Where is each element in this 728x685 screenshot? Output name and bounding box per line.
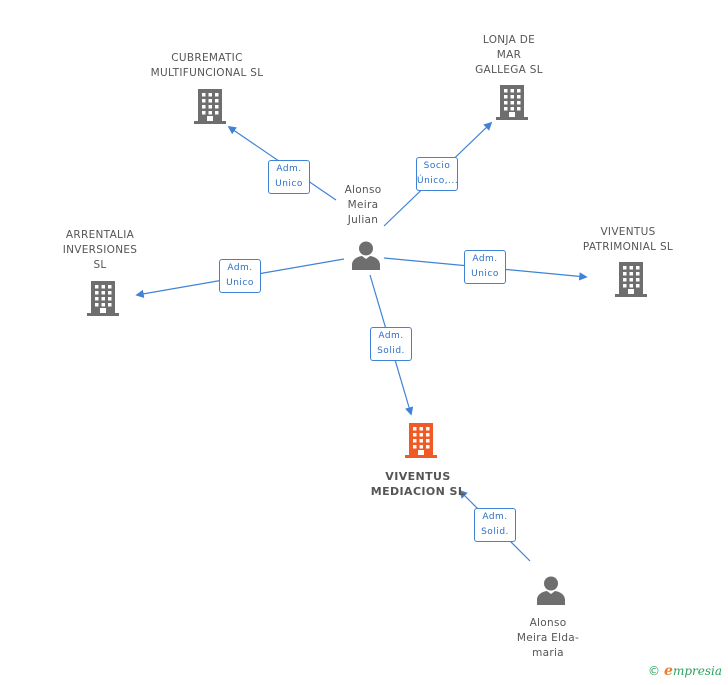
node-label-line: PATRIMONIAL SL — [582, 241, 674, 253]
node-label-line: LONJA DE — [482, 34, 536, 46]
edge-label-line: Solid. — [481, 527, 509, 537]
brand-watermark: ©empresia — [648, 663, 722, 679]
brand-name: mpresia — [672, 664, 722, 678]
node-label-line: MEDIACION SL — [370, 485, 466, 498]
node-label-line: MULTIFUNCIONAL SL — [150, 67, 264, 79]
node-label-line: MAR — [496, 49, 522, 61]
building-icon-viventus-patrimonial[interactable] — [615, 261, 647, 301]
edge-label-line: Único,... — [417, 176, 459, 186]
person-icon-alonso-elda[interactable] — [536, 575, 566, 609]
edge-label-line: Adm. — [482, 512, 508, 522]
node-label-line: Alonso — [344, 184, 382, 196]
edge-label[interactable]: Adm. Unico — [268, 160, 310, 194]
building-icon-arrentalia[interactable] — [87, 280, 119, 320]
edge-label-line: Adm. — [276, 164, 302, 174]
node-label-line: INVERSIONES — [62, 244, 138, 256]
person-icon-alonso-julian[interactable] — [351, 240, 381, 274]
node-label-viventus-patrimonial[interactable]: VIVENTUS PATRIMONIAL SL — [548, 225, 708, 255]
node-label-viventus-mediacion[interactable]: VIVENTUS MEDIACION SL — [338, 469, 498, 499]
edge-label-line: Solid. — [377, 346, 405, 356]
node-label-lonja[interactable]: LONJA DE MAR GALLEGA SL — [429, 33, 589, 78]
edge-label-line: Unico — [471, 269, 499, 279]
edge-label-line: Adm. — [378, 331, 404, 341]
node-label-line: Alonso — [529, 617, 567, 629]
node-label-line: VIVENTUS — [600, 226, 656, 238]
edge-label[interactable]: Adm. Unico — [464, 250, 506, 284]
edge-label-line: Adm. — [472, 254, 498, 264]
node-label-line: CUBREMATIC — [171, 52, 243, 64]
edge-label-line: Unico — [275, 179, 303, 189]
node-label-line: Meira Elda- — [516, 632, 580, 644]
building-icon-viventus-mediacion[interactable] — [405, 422, 437, 462]
building-icon-lonja[interactable] — [496, 84, 528, 124]
edge-label[interactable]: Adm. Solid. — [370, 327, 412, 361]
edge-label-line: Adm. — [227, 263, 253, 273]
edge-label[interactable]: Adm. Unico — [219, 259, 261, 293]
node-label-line: GALLEGA SL — [475, 64, 543, 76]
edge-label-line: Unico — [226, 278, 254, 288]
edge-label[interactable]: Adm. Solid. — [474, 508, 516, 542]
node-label-line: Meira — [347, 199, 379, 211]
node-label-line: ARRENTALIA — [65, 229, 135, 241]
node-label-line: VIVENTUS — [385, 470, 451, 483]
edge-label-line: Socio — [423, 161, 451, 171]
node-label-line: maria — [532, 647, 564, 659]
node-label-arrentalia[interactable]: ARRENTALIA INVERSIONES SL — [20, 228, 180, 273]
copyright-icon: © — [648, 664, 661, 678]
node-label-cubrematic[interactable]: CUBREMATIC MULTIFUNCIONAL SL — [127, 51, 287, 81]
node-label-line: SL — [93, 259, 107, 271]
building-icon-cubrematic[interactable] — [194, 88, 226, 128]
node-label-line: Julian — [347, 214, 379, 226]
brand-initial: e — [664, 663, 673, 679]
